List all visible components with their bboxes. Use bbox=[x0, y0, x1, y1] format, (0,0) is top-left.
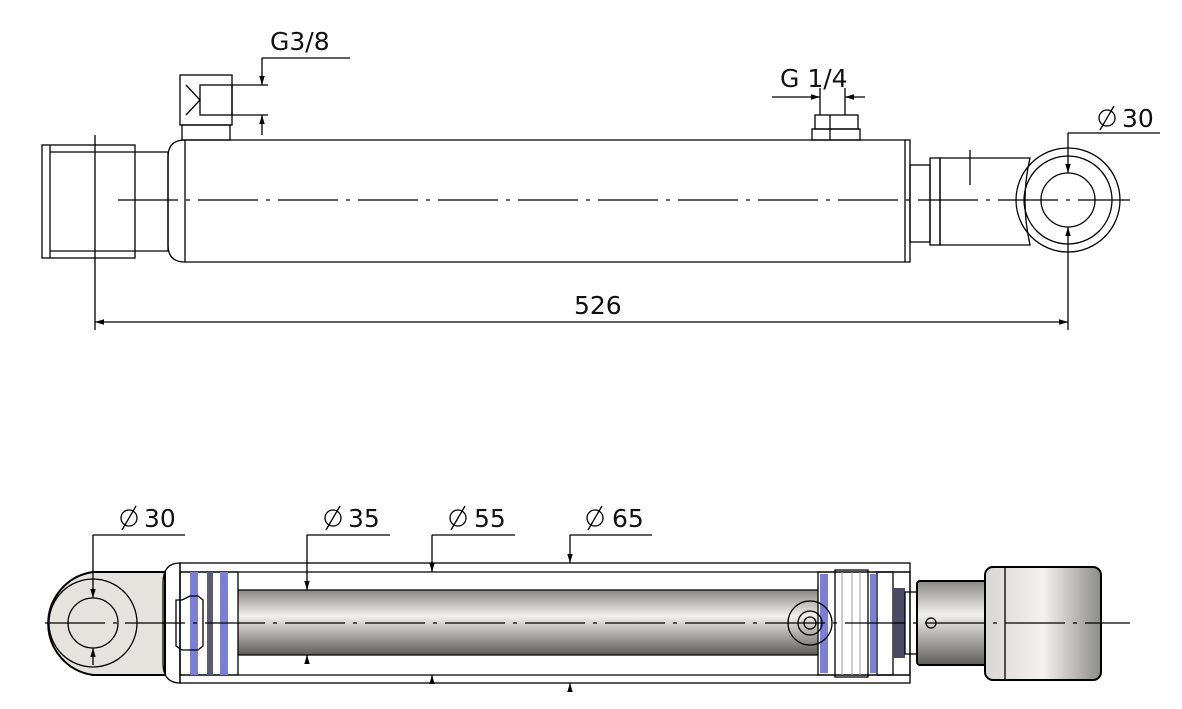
bore-diameter-label: 55 bbox=[474, 504, 506, 533]
cylinder-neck bbox=[135, 151, 169, 252]
dim-eye-30: 30 bbox=[90, 504, 185, 665]
side-eye-diameter-label: 30 bbox=[1122, 104, 1154, 133]
rod-diameter-label: 35 bbox=[348, 504, 380, 533]
dim-rod-35: 35 bbox=[304, 504, 390, 664]
cylinder-tube bbox=[167, 139, 911, 263]
port-g38 bbox=[179, 74, 233, 141]
base-clevis bbox=[41, 144, 136, 259]
overall-length-label: 526 bbox=[574, 291, 622, 320]
tube-diameter-label: 65 bbox=[612, 504, 644, 533]
port-right-label: G 1/4 bbox=[780, 64, 848, 93]
side-view: G3/8 G 1/4 30 526 bbox=[41, 27, 1160, 330]
diameter-icon bbox=[1098, 105, 1116, 131]
base-eye bbox=[47, 571, 166, 676]
section-view: 30 35 55 65 bbox=[45, 504, 1130, 692]
dim-tube-65: 65 bbox=[567, 504, 652, 692]
rod bbox=[929, 157, 941, 246]
port-g14 bbox=[811, 114, 861, 141]
dim-bore-55: 55 bbox=[429, 504, 515, 684]
rod-end bbox=[939, 157, 1031, 246]
gland-head bbox=[909, 164, 931, 243]
port-left-label: G3/8 bbox=[270, 27, 330, 56]
section-eye-diameter-label: 30 bbox=[144, 504, 176, 533]
